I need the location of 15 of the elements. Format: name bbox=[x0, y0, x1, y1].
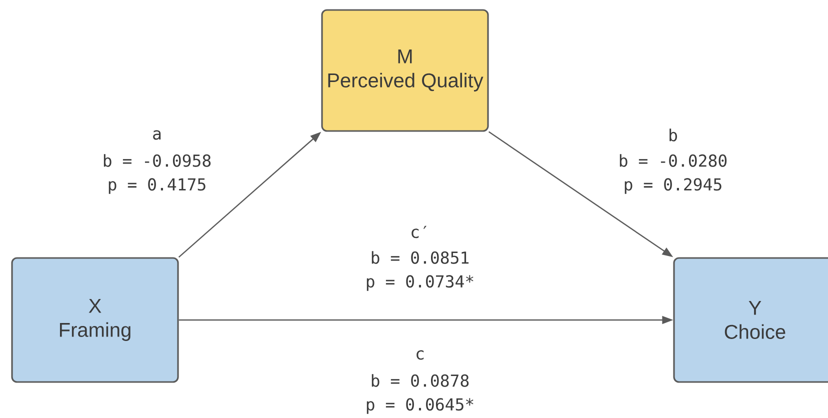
path-label: b = 0.0878 bbox=[372, 374, 469, 387]
path-label: b bbox=[670, 128, 677, 142]
path-label: p = 0.0734* bbox=[366, 275, 474, 291]
path-label: p = 0.4175 bbox=[108, 178, 206, 194]
variable-box: Y Choice bbox=[673, 257, 828, 383]
path-label: c′ bbox=[412, 226, 426, 238]
variable-box: M Perceived Quality bbox=[321, 9, 489, 132]
path-label: b = 0.0851 bbox=[372, 251, 469, 264]
variable-box: X Framing bbox=[11, 257, 179, 383]
path-label: p = 0.0645* bbox=[366, 398, 474, 414]
path-label: a bbox=[153, 130, 161, 140]
path-label: b = -0.0280 bbox=[620, 154, 727, 167]
path-label: c bbox=[416, 350, 424, 360]
path-label: b = -0.0958 bbox=[104, 154, 211, 167]
path-label: p = 0.2945 bbox=[624, 178, 722, 194]
